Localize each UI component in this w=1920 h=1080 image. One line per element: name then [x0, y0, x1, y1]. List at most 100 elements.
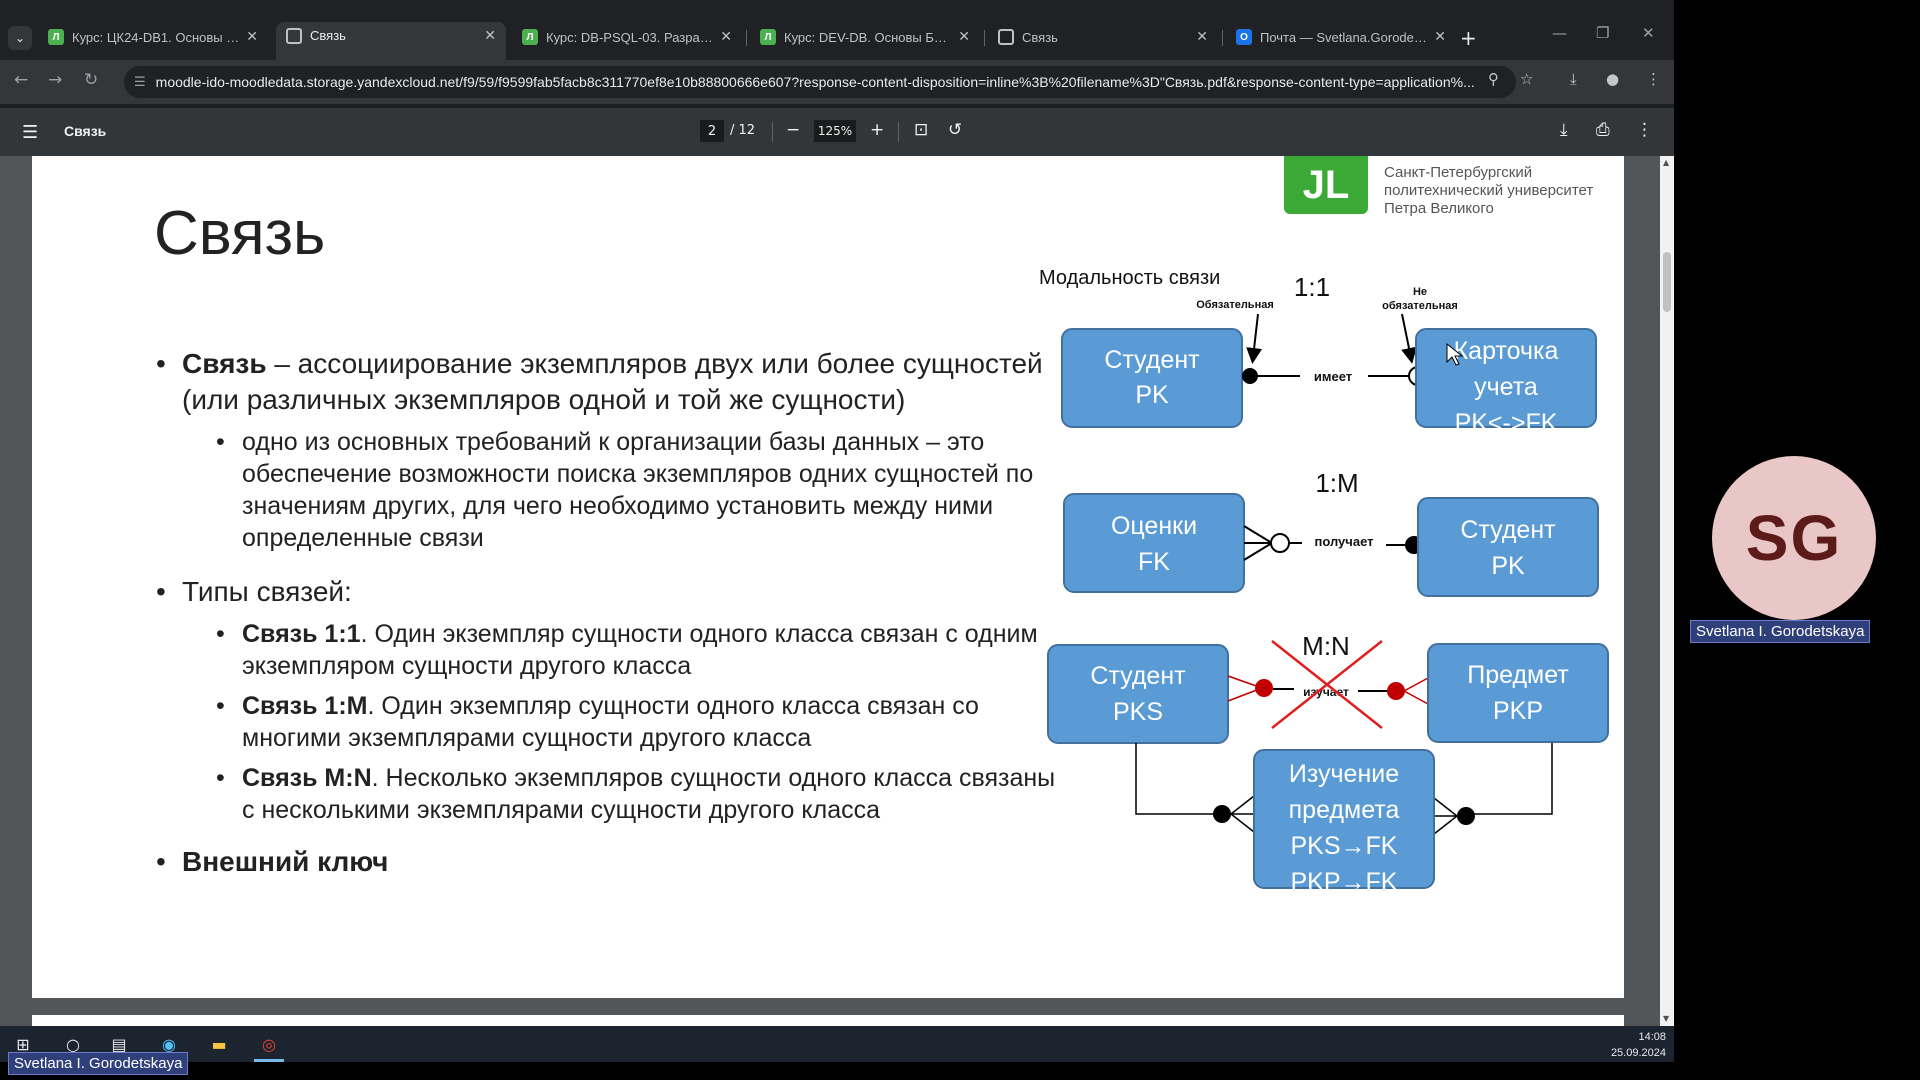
page-total: / 12 — [730, 123, 756, 138]
task-view-icon[interactable]: ▤ — [111, 1034, 127, 1054]
active-app-indicator — [254, 1059, 284, 1062]
close-window-button[interactable]: ✕ — [1642, 24, 1655, 42]
tab-course-db1[interactable]: Л Курс: ЦК24-DB1. Основы проектирования … — [38, 22, 268, 52]
crowfoot-line — [1403, 690, 1429, 705]
cross-out-line — [1271, 640, 1383, 729]
download-icon: ⤓ — [1560, 120, 1568, 140]
red-dot — [1387, 682, 1405, 700]
mandatory-dot — [1457, 807, 1475, 825]
profile-icon[interactable]: ● — [1606, 70, 1620, 88]
restore-button[interactable]: ❐ — [1596, 24, 1609, 42]
hamburger-menu-icon[interactable]: ☰ — [22, 122, 39, 143]
entity-subject-pkp — [1427, 643, 1609, 743]
diagram-heading: Модальность связи — [1039, 267, 1220, 289]
close-icon[interactable]: ✕ — [720, 29, 732, 45]
url-text[interactable]: moodle-ido-moodledata.storage.yandexclou… — [155, 74, 1475, 90]
moodle-icon: Л — [48, 29, 64, 45]
optional-circle — [1270, 533, 1290, 553]
tab-mail[interactable]: O Почта — Svetlana.Gorodetskaya ✕ — [1226, 22, 1456, 52]
tab-search-button[interactable]: ⌄ — [8, 26, 32, 50]
globe-icon — [286, 28, 302, 44]
reload-button[interactable]: ↻ — [84, 70, 98, 90]
tab-separator — [746, 30, 747, 46]
menu-kebab-icon[interactable]: ⋮ — [1646, 70, 1661, 88]
system-clock[interactable]: 14:08 25.09.2024 — [1610, 1031, 1666, 1059]
browser-window: ⌄ Л Курс: ЦК24-DB1. Основы проектировани… — [0, 0, 1674, 1062]
close-icon[interactable]: ✕ — [484, 28, 496, 44]
fit-page-button[interactable]: ⊡ — [914, 120, 928, 140]
moodle-icon: Л — [760, 29, 776, 45]
arrow-left-icon: ← — [14, 70, 29, 90]
address-bar[interactable]: ☰ moodle-ido-moodledata.storage.yandexcl… — [124, 66, 1516, 98]
new-tab-button[interactable]: + — [1460, 26, 1477, 50]
vertical-scrollbar[interactable]: ▲ ▼ — [1660, 156, 1674, 1026]
scrollbar-thumb[interactable] — [1663, 252, 1671, 312]
windows-taskbar: ⊞ ○ ▤ ◉ ▬ ◎ 14:08 25.09.2024 — [0, 1026, 1674, 1062]
tab-course-dev-db[interactable]: Л Курс: DEV-DB. Основы БД для ✕ — [750, 22, 980, 52]
svg-text:PK: PK — [1491, 552, 1525, 580]
browser-toolbar: ← → ↻ ☰ moodle-ido-moodledata.storage.ya… — [0, 60, 1674, 104]
pdf-page: JL Санкт-Петербургский политехнический у… — [32, 156, 1624, 998]
tab-separator — [1222, 30, 1223, 46]
zoom-icon[interactable]: ⚲ — [1488, 70, 1499, 88]
search-icon[interactable]: ○ — [66, 1034, 80, 1054]
pdf-viewer-toolbar: ☰ Связь 2 / 12 − 125% + ⊡ ↺ ⤓ ⎙ ⋮ — [0, 108, 1674, 156]
svg-text:PKP→FK: PKP→FK — [1291, 868, 1398, 896]
svg-text:Изучение: Изучение — [1289, 760, 1399, 788]
rotate-button[interactable]: ↺ — [948, 120, 962, 140]
tab-svyaz-2[interactable]: Связь ✕ — [988, 22, 1218, 52]
svg-text:PKS→FK: PKS→FK — [1291, 832, 1398, 860]
scroll-up-icon[interactable]: ▲ — [1663, 158, 1670, 167]
site-info-icon[interactable]: ☰ — [134, 74, 146, 90]
file-explorer-icon[interactable]: ▬ — [211, 1034, 227, 1054]
svg-text:Предмет: Предмет — [1467, 661, 1569, 689]
close-icon[interactable]: ✕ — [1196, 29, 1208, 45]
close-icon[interactable]: ✕ — [246, 29, 258, 45]
zoom-in-button[interactable]: + — [870, 120, 884, 140]
sub-bullet-many-to-many: Связь M:N. Несколько экземпляров сущност… — [152, 762, 1072, 826]
close-icon[interactable]: ✕ — [958, 29, 970, 45]
scroll-down-icon[interactable]: ▼ — [1663, 1014, 1670, 1023]
presenter-name-tag: Svetlana I. Gorodetskaya — [8, 1052, 189, 1075]
menu-kebab-icon: ⋮ — [1636, 120, 1653, 140]
edge-browser-icon[interactable]: ◉ — [162, 1034, 176, 1054]
junction-connector-right — [1466, 743, 1553, 815]
verb-receives: получает — [1315, 534, 1374, 549]
entity-student-pk-2 — [1417, 497, 1599, 597]
chevron-down-icon: ⌄ — [14, 31, 26, 45]
pdf-title: Связь — [64, 123, 107, 139]
bullet-types: Типы связей: — [152, 574, 1072, 610]
page-number-input[interactable]: 2 — [700, 120, 724, 142]
arrow-optional — [1401, 313, 1417, 364]
label-one-to-many: 1:M — [1315, 468, 1358, 498]
pdf-download-button[interactable]: ⤓ — [1560, 120, 1568, 140]
mandatory-dot — [1213, 805, 1231, 823]
bookmark-star-icon[interactable]: ☆ — [1520, 70, 1534, 88]
zoom-input[interactable]: 125% — [814, 120, 856, 142]
label-optional-line2: обязательная — [1382, 300, 1458, 312]
pdf-document-area[interactable]: JL Санкт-Петербургский политехнический у… — [0, 156, 1660, 1026]
entity-subject-study — [1253, 749, 1435, 889]
svg-text:FK: FK — [1138, 548, 1170, 576]
pdf-more-button[interactable]: ⋮ — [1636, 120, 1653, 140]
windows-start-icon[interactable]: ⊞ — [16, 1034, 30, 1054]
svg-text:Студент: Студент — [1104, 346, 1200, 374]
toolbar-separator — [772, 122, 773, 142]
minimize-button[interactable]: — — [1552, 24, 1567, 42]
pdf-page-next — [32, 1015, 1624, 1026]
arrow-mandatory — [1246, 313, 1263, 364]
forward-button[interactable]: → — [48, 70, 62, 90]
chrome-browser-icon[interactable]: ◎ — [262, 1034, 276, 1054]
verb-has: имеет — [1314, 369, 1352, 384]
zoom-out-button[interactable]: − — [786, 120, 800, 140]
tab-svyaz-active[interactable]: Связь ✕ — [276, 22, 506, 66]
print-button[interactable]: ⎙ — [1596, 120, 1610, 140]
download-icon[interactable]: ⤓ — [1570, 70, 1577, 88]
participant-name-tag: Svetlana I. Gorodetskaya — [1690, 620, 1871, 643]
svg-text:Студент: Студент — [1460, 516, 1556, 544]
crowfoot-line — [1403, 677, 1429, 692]
close-icon[interactable]: ✕ — [1434, 29, 1446, 45]
back-button[interactable]: ← — [14, 70, 28, 90]
tab-course-psql[interactable]: Л Курс: DB-PSQL-03. Разработка ✕ — [512, 22, 742, 52]
university-name: Санкт-Петербургский политехнический унив… — [1384, 164, 1594, 217]
